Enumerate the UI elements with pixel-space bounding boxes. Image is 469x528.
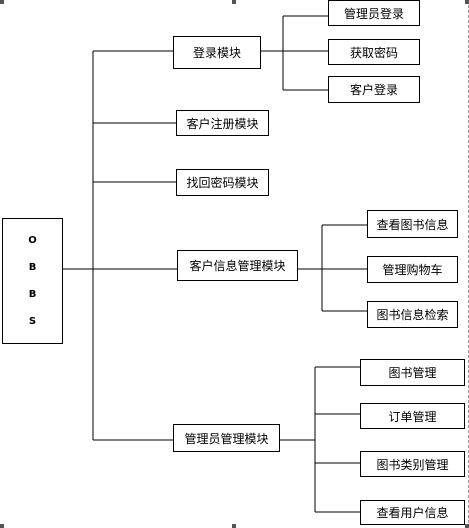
selection-handle[interactable] [232,0,236,4]
selection-handle[interactable] [232,524,236,528]
module-customer-info: 客户信息管理模块 [177,250,298,281]
root-letter: B [28,262,37,273]
root-letter: S [28,316,37,327]
node-view-user-info: 查看用户信息 [360,500,465,525]
selection-handle[interactable] [0,0,4,4]
node-admin-login: 管理员登录 [328,0,420,26]
module-login: 登录模块 [173,36,261,69]
node-manage-cart: 管理购物车 [367,256,458,283]
module-recover-password: 找回密码模块 [176,169,269,196]
node-get-password: 获取密码 [328,39,420,65]
node-order-management: 订单管理 [360,403,465,429]
selection-handle[interactable] [465,524,469,528]
selection-handle[interactable] [465,0,469,4]
node-book-management: 图书管理 [360,359,465,386]
node-book-search: 图书信息检索 [367,301,458,328]
module-register: 客户注册模块 [176,110,269,136]
module-admin: 管理员管理模块 [173,424,280,452]
node-customer-login: 客户登录 [328,76,420,103]
node-view-book-info: 查看图书信息 [367,210,458,238]
node-book-category-management: 图书类别管理 [360,451,465,477]
selection-handle[interactable] [0,524,4,528]
root-letter: O [28,235,37,246]
root-node-obbs: O B B S [2,218,63,344]
root-letter: B [28,289,37,300]
